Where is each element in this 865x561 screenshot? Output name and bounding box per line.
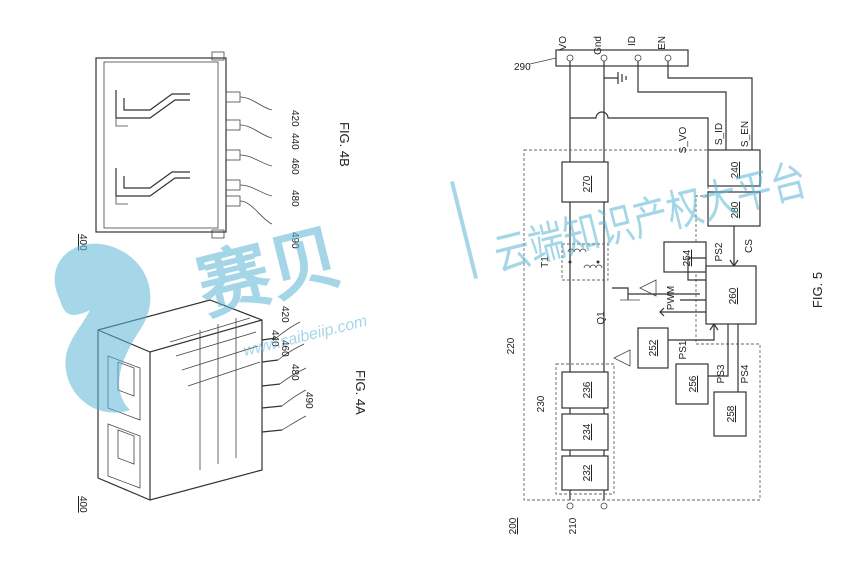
block-240-label: 240 [730,161,741,178]
block-240 [707,149,761,187]
fig-4a-ref-460: 460 [279,340,290,357]
signal-ps1: PS1 [678,340,689,359]
label-290: 290 [514,62,531,73]
fig-4a-ref-480: 480 [289,364,300,381]
label-210: 210 [568,517,579,534]
watermark-brand: 赛贝 [190,217,349,329]
block-232-label: 232 [582,464,593,481]
block-256-label: 256 [688,375,699,392]
block-258 [713,391,747,437]
signal-ps4: PS4 [740,364,751,383]
block-256 [675,363,709,405]
fig-4a-ref-420: 420 [279,306,290,323]
block-236-label: 236 [582,381,593,398]
block-254 [663,241,707,273]
pin-gnd-label: Gnd [593,36,604,55]
block-252 [637,327,669,369]
watermark-logo-icon [54,243,151,413]
signal-pwm: PWM [666,286,677,310]
fig-4b-ref-480: 480 [289,190,300,207]
block-252-label: 252 [648,339,659,356]
block-234 [561,413,609,451]
pin-en-label: EN [657,36,668,50]
watermark-slogan: 云端知识产权大平台 [489,156,811,281]
signal-ps2: PS2 [714,242,725,261]
pin-id-label: ID [627,36,638,46]
block-270 [561,161,609,203]
block-232 [561,455,609,491]
transformer-t1-label: T1 [540,256,551,268]
fig-5-title: FIG. 5 [810,272,825,308]
block-234-label: 234 [582,423,593,440]
fig-5-drawing [523,49,761,510]
fig-4a-title: FIG. 4A [353,370,368,415]
pin-vo-label: VO [558,36,569,51]
signal-ps3: PS3 [716,364,727,383]
transistor-q1-label: Q1 [596,311,607,325]
signal-s-id: S_ID [714,123,725,145]
signal-s-en: S_EN [740,121,751,147]
fig-4b-ref-440: 440 [289,133,300,150]
block-260-label: 260 [728,287,739,304]
block-280-label: 280 [730,201,741,218]
block-236 [561,371,609,409]
block-270-label: 270 [582,175,593,192]
signal-s-vo: S_VO [678,126,689,153]
block-258-label: 258 [726,405,737,422]
signal-cs: CS [744,239,755,253]
fig-4b-ref-490: 490 [289,232,300,249]
fig-4b-ref-main: 400 [77,234,88,251]
fig-4b-ref-460: 460 [289,158,300,175]
block-260 [705,265,757,325]
label-230: 230 [536,395,547,412]
fig-4b-ref-420: 420 [289,110,300,127]
fig-4a-ref-main: 400 [77,496,88,513]
block-254-label: 254 [682,249,693,266]
label-220: 220 [506,337,517,354]
fig-4a-ref-440: 440 [269,330,280,347]
fig-4b-title: FIG. 4B [337,122,352,167]
fig-4a-ref-490: 490 [303,392,314,409]
fig-4b-drawing [95,51,273,239]
fig-5-ref-main: 200 [508,517,519,534]
group-230 [555,363,615,495]
fig-4a-drawing [97,299,307,501]
